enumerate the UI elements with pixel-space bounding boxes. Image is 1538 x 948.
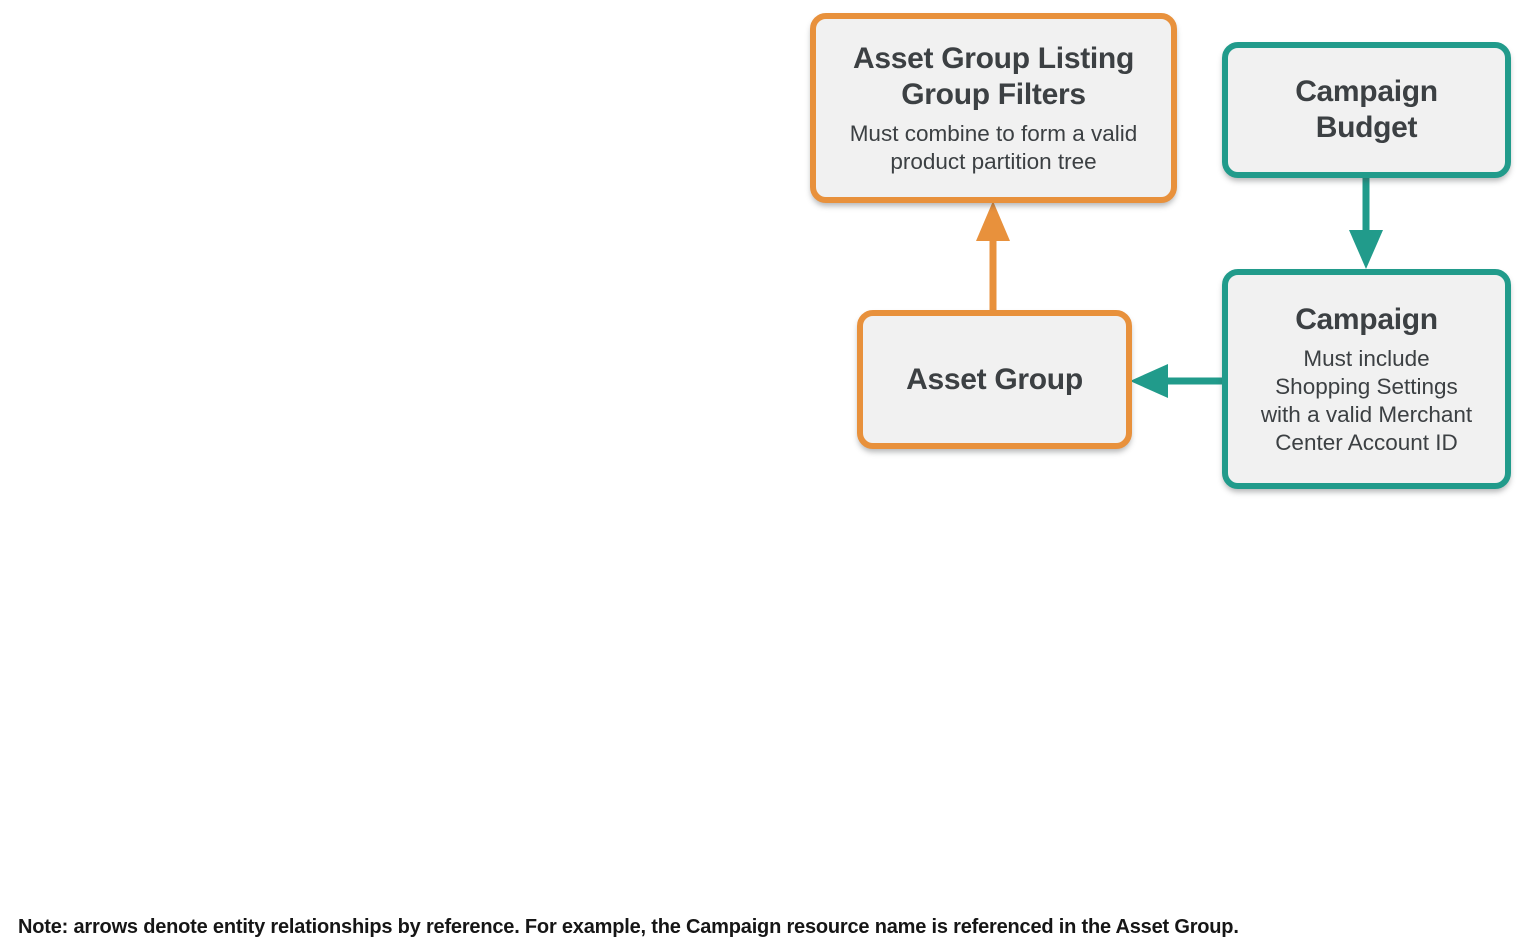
- node-title: Campaign Budget: [1295, 75, 1438, 144]
- node-campaign-budget: Campaign Budget: [1222, 42, 1511, 178]
- node-title: Campaign: [1295, 302, 1438, 336]
- node-asset-group-listing-group-filters: Asset Group Listing Group Filters Must c…: [810, 13, 1177, 203]
- node-title: Asset Group Listing Group Filters: [853, 41, 1134, 111]
- campaign-to-asset-group-arrow: [1130, 364, 1223, 398]
- node-subtitle: Must combine to form a valid product par…: [849, 120, 1138, 174]
- node-title: Asset Group: [906, 362, 1083, 396]
- node-campaign: Campaign Must include Shopping Settings …: [1222, 269, 1511, 489]
- asset-group-to-listing-filters-arrow: [976, 201, 1010, 311]
- footnote: Note: arrows denote entity relationships…: [18, 916, 1239, 938]
- node-asset-group: Asset Group: [857, 310, 1132, 449]
- campaign-budget-to-campaign-arrow: [1349, 176, 1383, 269]
- node-subtitle: Must include Shopping Settings with a va…: [1260, 345, 1473, 455]
